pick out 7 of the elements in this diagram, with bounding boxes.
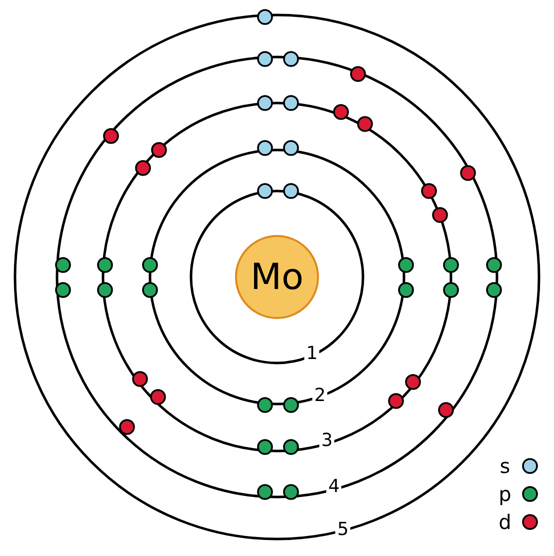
legend-label: p	[498, 484, 512, 504]
shell-number: 4	[326, 478, 342, 496]
legend-label: s	[500, 456, 510, 476]
shell-number: 3	[319, 432, 335, 450]
element-symbol: Mo	[250, 256, 304, 298]
shell-number: 1	[304, 345, 320, 363]
legend-label: d	[498, 512, 512, 532]
